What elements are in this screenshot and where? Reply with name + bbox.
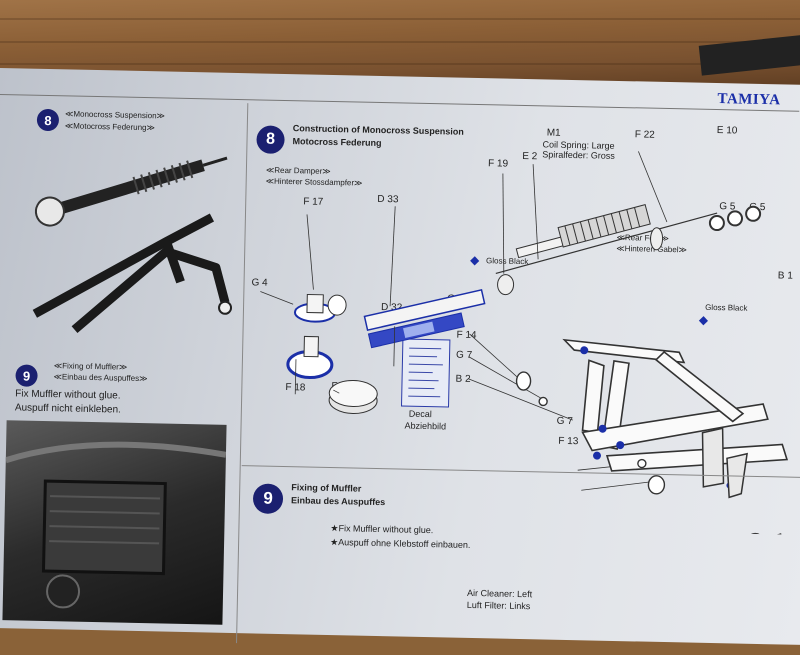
washer-e10-b: [727, 210, 744, 227]
shock-shaft-assembly: [495, 204, 762, 296]
engine-photo-detail: [4, 441, 227, 609]
reservoir-f15: [328, 379, 378, 414]
shock-spring-coils: [132, 160, 194, 195]
washer-e10-a: [708, 215, 725, 232]
left-axle-bolt: [218, 300, 233, 315]
left-step-9-note-en: Fix Muffler without glue.: [15, 388, 121, 402]
shock-body: [57, 159, 205, 215]
spring-collar-f19: [497, 274, 515, 296]
engine-photo: [2, 420, 227, 625]
left-swingarm-drawing: [32, 156, 233, 334]
left-step-9-number: 9: [15, 364, 38, 387]
left-step-9-title-en: ≪Fixing of Muffler≫: [53, 361, 128, 372]
spring-seat-f22: [650, 227, 664, 251]
left-step-9-note-de: Auspuff nicht einkleben.: [14, 402, 121, 416]
damper-body: [363, 288, 486, 349]
coil-spring-m1: [557, 204, 651, 248]
step-9-note-de: ★Auspuff ohne Klebstoff einbauen.: [330, 537, 471, 550]
monocross-exploded-diagram: [260, 151, 796, 535]
bushings: [515, 371, 666, 495]
left-swingarm-frame: [32, 213, 230, 334]
damper-clamp-f17: [293, 293, 347, 323]
wood-grain: [0, 63, 800, 65]
damper-clamp-f18: [286, 335, 334, 380]
air-cleaner-label: Air Cleaner: Left: [467, 587, 533, 600]
wood-grain: [0, 18, 800, 20]
brand-logo: TAMIYA: [717, 91, 781, 109]
air-filter-label: Luft Filter: Links: [466, 599, 531, 612]
wood-grain: [0, 41, 800, 43]
main-frame-drawing: [637, 532, 796, 535]
step-9-note-en: ★Fix Muffler without glue.: [330, 523, 434, 536]
left-step-9-title-de: ≪Einbau des Auspuffes≫: [53, 372, 148, 384]
step-9-title-de: Einbau des Auspuffes: [290, 495, 386, 508]
washer-e10-c: [745, 205, 762, 222]
rear-fork-drawing: [562, 338, 789, 472]
shock-rod: [202, 156, 228, 167]
instruction-sheet: TAMIYA 8 ≪Monocross Suspension≫ ≪Motocro…: [0, 68, 800, 646]
left-step-8-title-en: ≪Monocross Suspension≫: [64, 109, 166, 121]
shock-eye: [34, 196, 65, 227]
step-9-title-en: Fixing of Muffler: [291, 482, 362, 494]
